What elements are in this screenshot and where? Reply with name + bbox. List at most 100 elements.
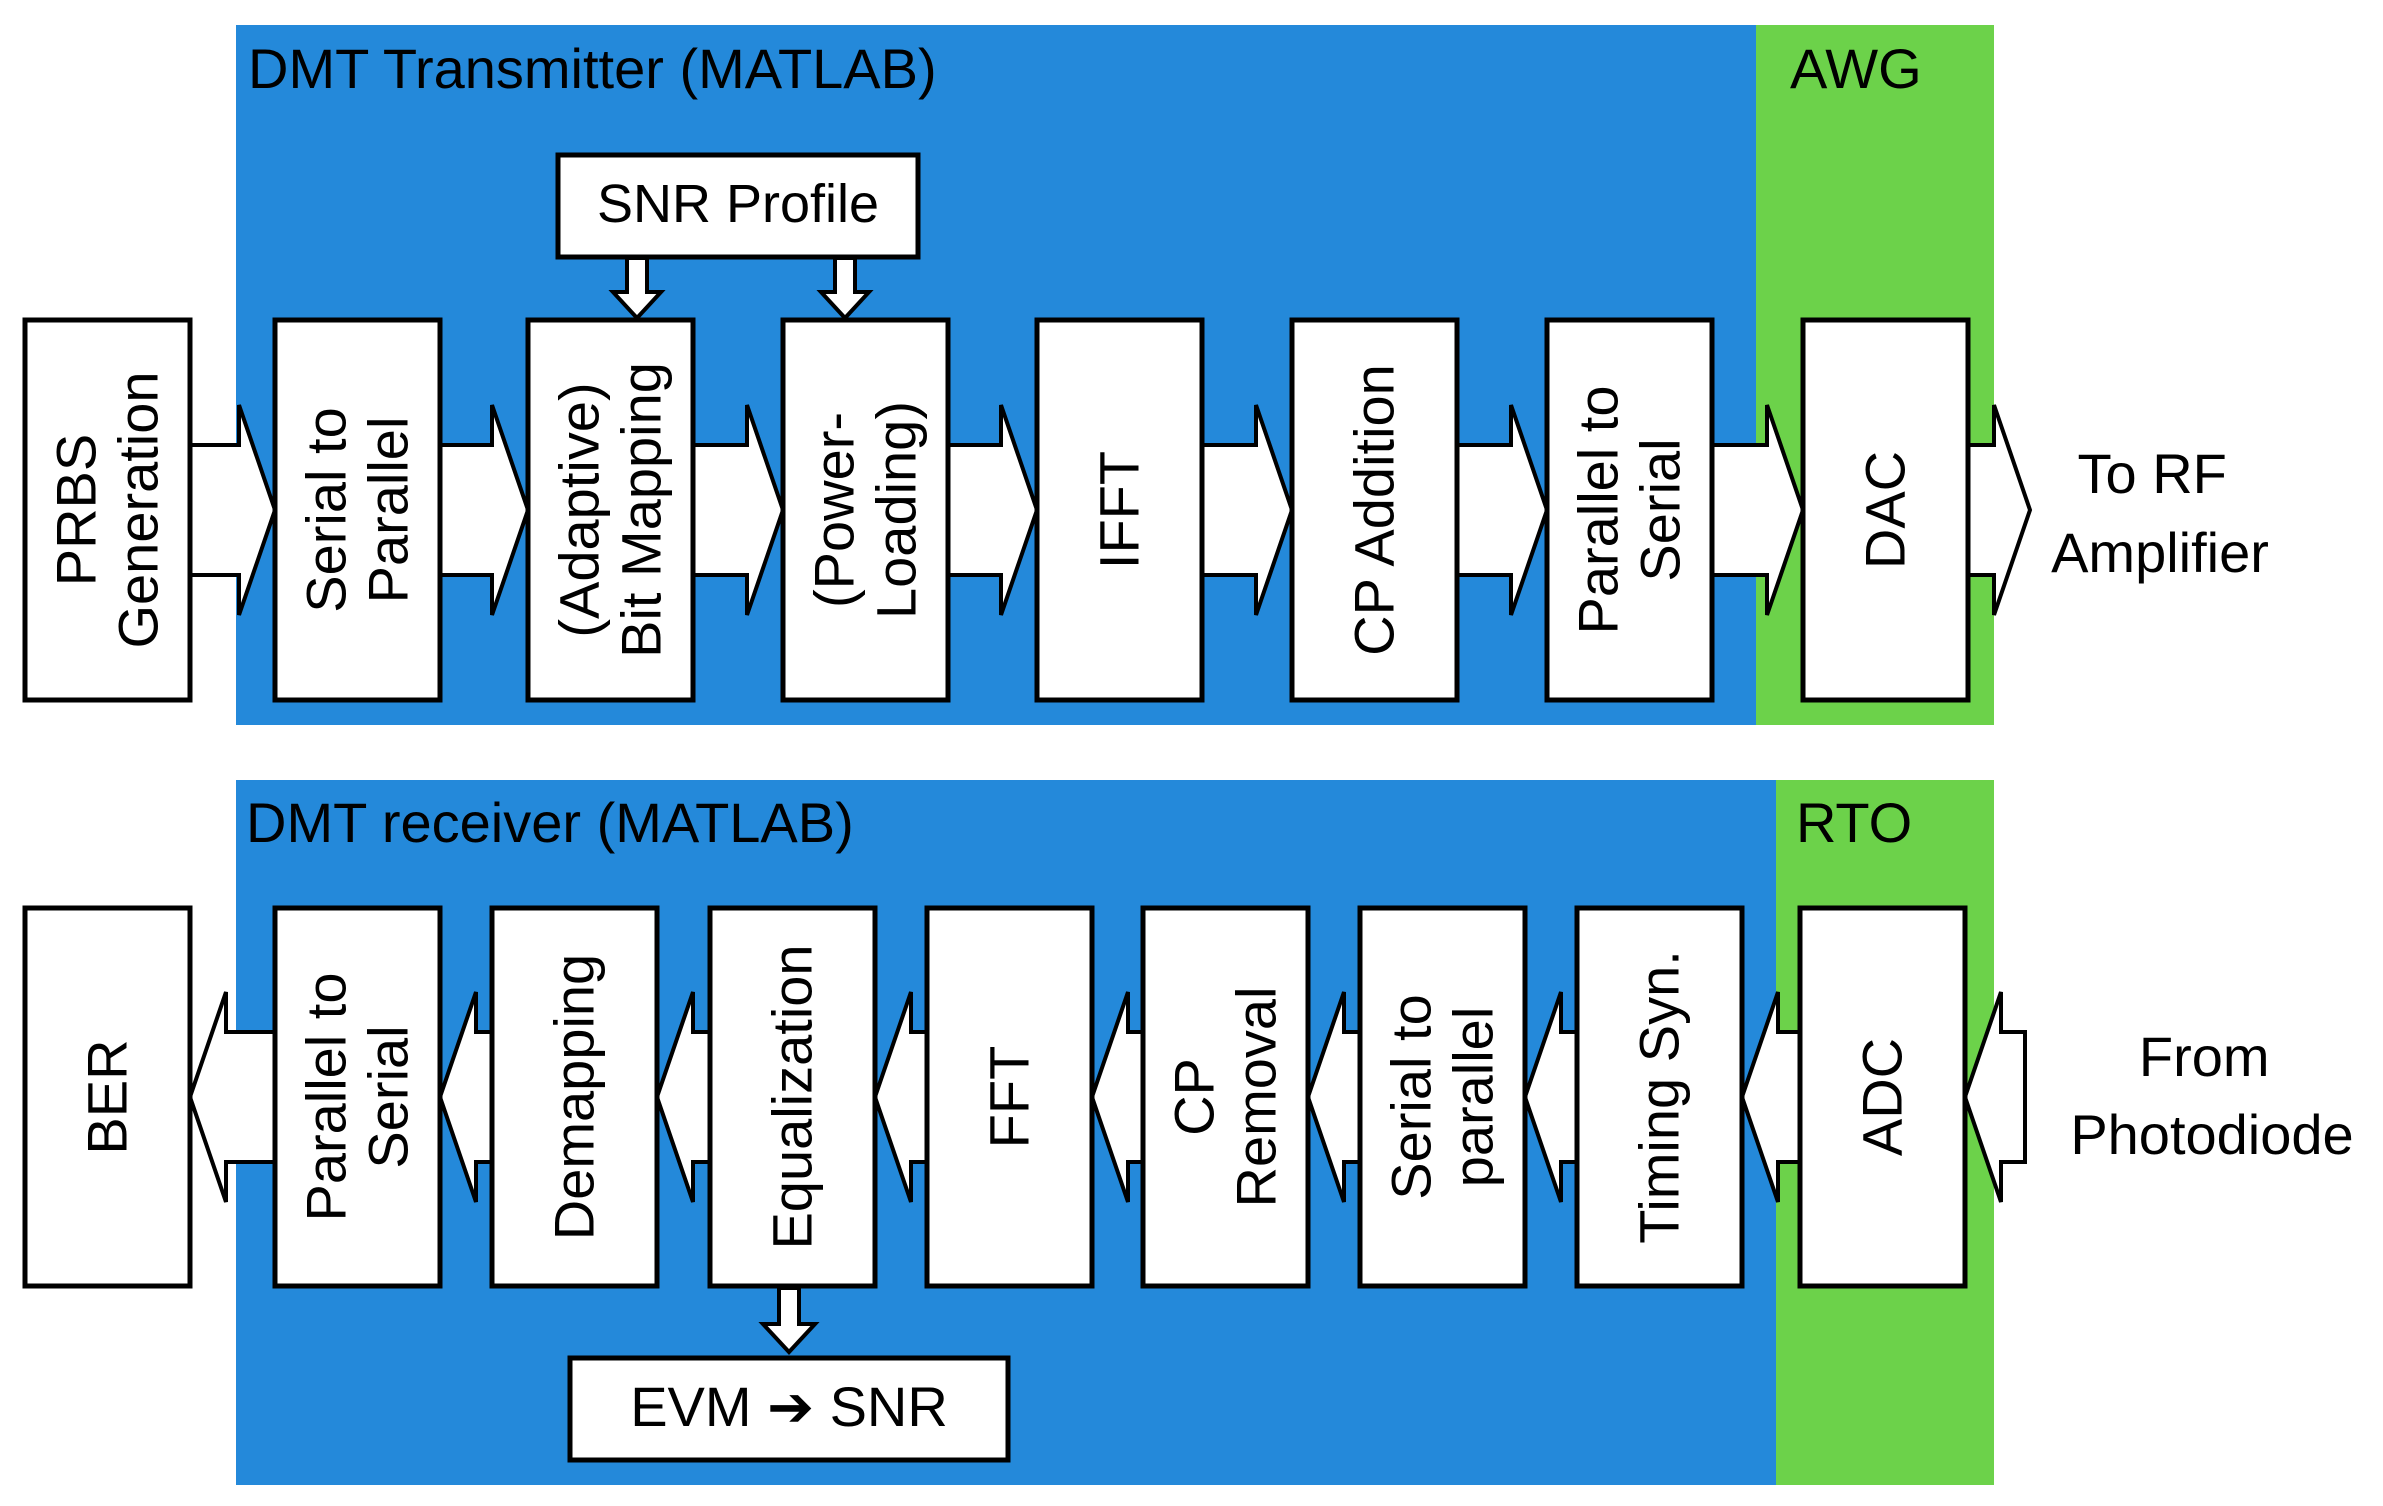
rx-timing-syn-label-line: Timing Syn.: [1628, 950, 1691, 1244]
rx-block-equalization: Equalization: [707, 905, 878, 1289]
rx-input-arrow: [1962, 991, 2027, 1203]
rx-fft-label-line: FFT: [978, 1046, 1041, 1149]
rx-parallel-to-serial-box: [272, 905, 443, 1289]
tx-block-dac: DAC: [1800, 317, 1971, 703]
rx-cp-removal-label: CPRemoval: [1163, 987, 1288, 1208]
rx-flow-arrow: [437, 991, 494, 1203]
tx-cp-addition-box: [1289, 317, 1460, 703]
tx-dac-label-line: DAC: [1854, 451, 1917, 569]
rx-demapping-box: [489, 905, 660, 1289]
tx-prbs-generation-box: [22, 317, 193, 703]
rx-adc-label-line: ADC: [1851, 1038, 1914, 1156]
tx-serial-to-parallel-label-line: Serial to: [295, 407, 358, 612]
transmitter-panel-title: DMT Transmitter (MATLAB): [248, 37, 937, 100]
tx-power-loading-box: [780, 317, 951, 703]
tx-block-ifft: IFFT: [1034, 317, 1205, 703]
tx-block-bit-mapping: (Adaptive)Bit Mapping: [525, 317, 696, 703]
rx-flow-arrow: [654, 991, 712, 1203]
to-rf-amplifier-label: To RF Amplifier: [2051, 442, 2269, 584]
tx-cp-addition-label-line: CP Addition: [1343, 364, 1406, 656]
tx-flow-arrow: [188, 404, 278, 616]
transmitter-matlab-panel: [236, 25, 1756, 725]
rx-flow-arrow: [187, 991, 277, 1203]
rx-block-demapping: Demapping: [489, 905, 660, 1289]
tx-parallel-to-serial-label-line: Parallel to: [1567, 385, 1630, 634]
snr-profile-box: [555, 152, 921, 260]
tx-prbs-generation-label: PRBSGeneration: [45, 371, 170, 648]
tx-block-power-loading: (Power-Loading): [780, 317, 951, 703]
tx-block-prbs-generation: PRBSGeneration: [22, 317, 193, 703]
tx-flow-arrow: [438, 404, 531, 616]
receiver-blocks: BER Parallel toSerial Demapping Equalizatio…: [22, 905, 1968, 1289]
tx-block-serial-to-parallel: Serial toParallel: [272, 317, 443, 703]
rx-block-adc: ADC: [1797, 905, 1968, 1289]
tx-dac-label: DAC: [1854, 451, 1917, 569]
tx-parallel-to-serial-label: Parallel toSerial: [1567, 385, 1692, 634]
rx-equalization-label-line: Equalization: [761, 944, 824, 1249]
rx-cp-removal-label-line: CP: [1163, 1058, 1226, 1136]
rx-equalization-box: [707, 905, 878, 1289]
rx-adc-label: ADC: [1851, 1038, 1914, 1156]
rx-fft-box: [924, 905, 1095, 1289]
rx-equalization-label: Equalization: [761, 944, 824, 1249]
rx-flow-arrow: [1522, 991, 1579, 1203]
evm-to-snr-box: [567, 1355, 1011, 1463]
from-photodiode-line-1: From: [2139, 1025, 2270, 1088]
rx-adc-box: [1797, 905, 1968, 1289]
evm-to-snr-label: EVM ➔ SNR: [630, 1375, 948, 1438]
tx-cp-addition-label: CP Addition: [1343, 364, 1406, 656]
tx-prbs-generation-label-line: Generation: [107, 371, 170, 648]
rx-flow-arrow: [1305, 991, 1362, 1203]
rx-serial-to-parallel-box: [1357, 905, 1528, 1289]
rx-serial-to-parallel-label-line: parallel: [1442, 1007, 1505, 1188]
receiver-panel-title: DMT receiver (MATLAB): [246, 791, 854, 854]
rx-timing-syn-box: [1574, 905, 1745, 1289]
rx-serial-to-parallel-label: Serial toparallel: [1380, 994, 1505, 1199]
rx-fft-label: FFT: [978, 1046, 1041, 1149]
tx-ifft-label-line: IFFT: [1088, 451, 1151, 569]
tx-serial-to-parallel-box: [272, 317, 443, 703]
tx-power-loading-label-line: (Power-: [803, 412, 866, 608]
rx-flow-arrow: [872, 991, 929, 1203]
tx-serial-to-parallel-label-line: Parallel: [357, 417, 420, 604]
rx-demapping-label-line: Demapping: [543, 954, 606, 1240]
tx-parallel-to-serial-label-line: Serial: [1629, 438, 1692, 581]
tx-flow-arrow: [946, 404, 1040, 616]
rx-serial-to-parallel-label-line: Serial to: [1380, 994, 1443, 1199]
from-photodiode-line-2: Photodiode: [2070, 1103, 2353, 1166]
rx-parallel-to-serial-label-line: Parallel to: [295, 972, 358, 1221]
rx-block-parallel-to-serial: Parallel toSerial: [272, 905, 443, 1289]
rx-cp-removal-label-line: Removal: [1225, 987, 1288, 1208]
tx-flow-arrow: [691, 404, 786, 616]
equalization-to-evm-arrow: [758, 1286, 820, 1355]
to-rf-amplifier-line-2: Amplifier: [2051, 521, 2269, 584]
rx-block-fft: FFT: [924, 905, 1095, 1289]
tx-output-arrow: [1966, 404, 2033, 616]
tx-ifft-box: [1034, 317, 1205, 703]
rx-block-timing-syn: Timing Syn.: [1574, 905, 1745, 1289]
tx-power-loading-label: (Power-Loading): [803, 401, 928, 619]
rx-parallel-to-serial-label: Parallel toSerial: [295, 972, 420, 1221]
signal-arrows: [187, 256, 2033, 1355]
tx-flow-arrow: [1710, 404, 1806, 616]
tx-dac-box: [1800, 317, 1971, 703]
rx-ber-box: [22, 905, 193, 1289]
rx-cp-removal-box: [1140, 905, 1311, 1289]
rto-title: RTO: [1796, 791, 1912, 854]
rx-ber-label-line: BER: [76, 1039, 139, 1154]
tx-flow-arrow: [1200, 404, 1295, 616]
awg-title: AWG: [1790, 37, 1922, 100]
tx-block-parallel-to-serial: Parallel toSerial: [1544, 317, 1715, 703]
rx-parallel-to-serial-label-line: Serial: [357, 1025, 420, 1168]
tx-parallel-to-serial-box: [1544, 317, 1715, 703]
tx-bit-mapping-box: [525, 317, 696, 703]
snr-to-power-loading-arrow: [816, 256, 874, 321]
rx-block-serial-to-parallel: Serial toparallel: [1357, 905, 1528, 1289]
tx-bit-mapping-label-line: (Adaptive): [548, 382, 611, 637]
tx-prbs-generation-label-line: PRBS: [45, 434, 108, 587]
from-photodiode-label: From Photodiode: [2070, 1025, 2353, 1166]
rx-timing-syn-label: Timing Syn.: [1628, 950, 1691, 1244]
rx-flow-arrow: [1739, 991, 1802, 1203]
rx-ber-label: BER: [76, 1039, 139, 1154]
